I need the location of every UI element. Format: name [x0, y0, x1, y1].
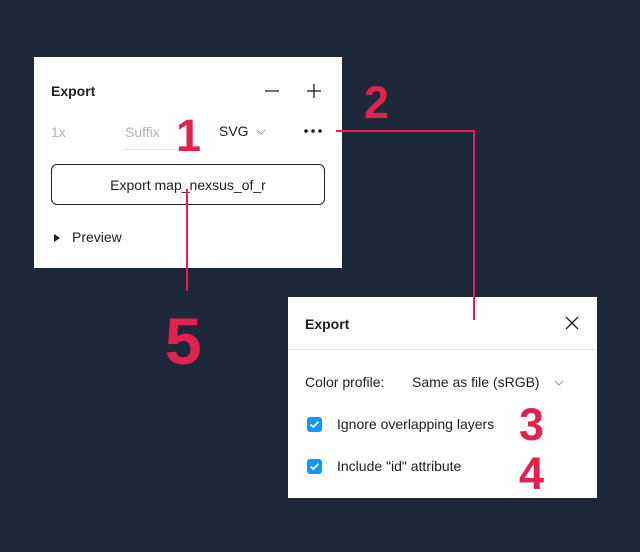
- annotation-3: 3: [519, 399, 545, 450]
- annotation-4: 4: [519, 448, 545, 499]
- include-id-option[interactable]: Include "id" attribute: [307, 458, 517, 476]
- checkmark-icon: [309, 463, 320, 471]
- close-button[interactable]: [564, 315, 580, 331]
- plus-icon: [307, 84, 321, 98]
- export-panel: Export 1x Suffix SVG Export map_nexsus_o…: [34, 57, 342, 268]
- chevron-down-icon: [554, 380, 564, 386]
- format-value: SVG: [219, 123, 249, 139]
- header-divider: [288, 349, 597, 350]
- include-id-checkbox[interactable]: [307, 459, 322, 474]
- preview-toggle[interactable]: Preview: [51, 229, 171, 247]
- ellipsis-icon: [304, 129, 322, 133]
- color-profile-label: Color profile:: [305, 374, 385, 390]
- ignore-overlapping-option[interactable]: Ignore overlapping layers: [307, 416, 517, 434]
- chevron-down-icon: [256, 129, 266, 135]
- add-export-button[interactable]: [304, 81, 324, 101]
- close-icon: [565, 316, 579, 330]
- caret-right-icon: [54, 234, 60, 242]
- connector-line-5: [186, 189, 188, 291]
- export-button[interactable]: Export map_nexsus_of_r: [51, 164, 325, 205]
- more-options-button[interactable]: [302, 123, 326, 139]
- suffix-input[interactable]: Suffix: [124, 119, 196, 150]
- export-settings-panel: Export Color profile: Same as file (sRGB…: [288, 297, 597, 498]
- remove-export-button[interactable]: [262, 83, 282, 99]
- annotation-1: 1: [176, 110, 202, 161]
- ignore-overlapping-checkbox[interactable]: [307, 417, 322, 432]
- connector-line-2-vertical: [473, 130, 475, 320]
- settings-panel-title: Export: [305, 316, 350, 332]
- export-panel-title: Export: [51, 83, 96, 99]
- color-profile-select[interactable]: Same as file (sRGB): [412, 374, 572, 392]
- minus-icon: [265, 90, 279, 92]
- preview-label: Preview: [72, 229, 122, 245]
- include-id-label: Include "id" attribute: [337, 458, 462, 474]
- suffix-placeholder: Suffix: [125, 124, 160, 140]
- format-select[interactable]: SVG: [219, 123, 269, 141]
- annotation-2: 2: [364, 77, 390, 128]
- annotation-5: 5: [165, 304, 202, 378]
- ignore-overlapping-label: Ignore overlapping layers: [337, 416, 495, 432]
- color-profile-value: Same as file (sRGB): [412, 374, 540, 390]
- checkmark-icon: [309, 421, 320, 429]
- scale-input[interactable]: 1x: [51, 124, 66, 140]
- connector-line-2-horizontal: [336, 130, 475, 132]
